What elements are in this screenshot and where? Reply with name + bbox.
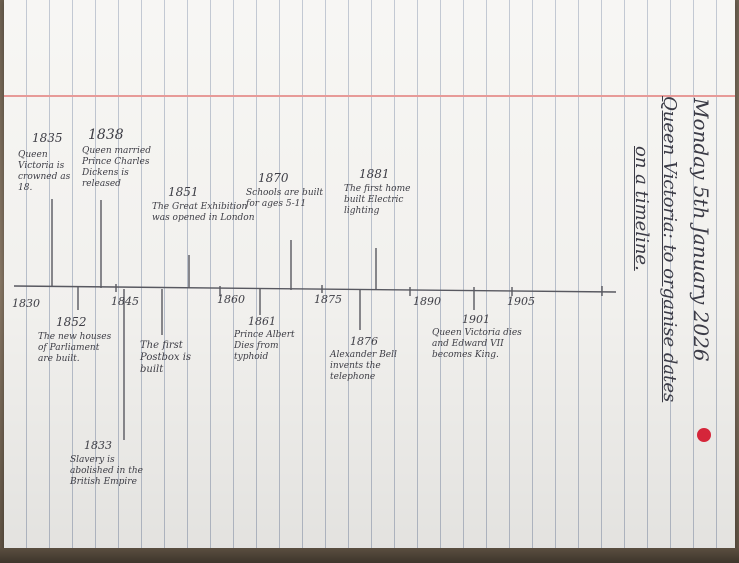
event-year-1838: 1838 [88, 127, 124, 143]
event-text-1861: Prince Albert Dies from typhoid [234, 330, 295, 362]
notebook-page: Monday 5th January 2026 Queen Victoria: … [4, 0, 735, 556]
axis-label-1860: 1860 [217, 293, 245, 306]
event-text-1876: Alexander Bell invents the telephone [330, 350, 397, 382]
event-year-1861: 1861 [248, 315, 276, 328]
axis-label-1905: 1905 [507, 295, 535, 308]
event-year-1876: 1876 [350, 335, 378, 348]
event-text-1881: The first home built Electric lighting [344, 184, 411, 216]
event-text-1851: The Great Exhibition was opened in Londo… [152, 202, 255, 223]
event-year-1851: 1851 [168, 185, 199, 199]
event-year-1870: 1870 [258, 171, 289, 185]
timeline-drawing [13, 199, 617, 440]
timeline-axis [13, 285, 617, 293]
event-year-1835: 1835 [32, 131, 63, 145]
event-text-postbox: The first Postbox is built [140, 340, 192, 375]
event-text-1833: Slavery is abolished in the British Empi… [70, 455, 143, 487]
event-year-1852: 1852 [56, 315, 87, 329]
event-year-1833: 1833 [84, 439, 112, 452]
event-year-1881: 1881 [359, 167, 390, 181]
event-text-1852: The new houses of Parliament are built. [38, 332, 112, 364]
event-text-1870: Schools are built for ages 5-11 [246, 188, 323, 209]
event-text-1901: Queen Victoria dies and Edward VII becom… [432, 328, 522, 360]
event-text-1835: Queen Victoria is crowned as 18. [18, 150, 71, 193]
desk-edge [0, 548, 739, 563]
axis-label-1845: 1845 [111, 295, 139, 308]
axis-label-1890: 1890 [413, 295, 441, 308]
event-text-1838: Queen married Prince Charles Dickens is … [82, 146, 151, 189]
margin-line [4, 95, 735, 97]
red-dot-marker [697, 428, 711, 442]
axis-label-1875: 1875 [314, 293, 342, 306]
event-year-1901: 1901 [462, 313, 490, 326]
start-year-label: 1830 [12, 297, 40, 310]
